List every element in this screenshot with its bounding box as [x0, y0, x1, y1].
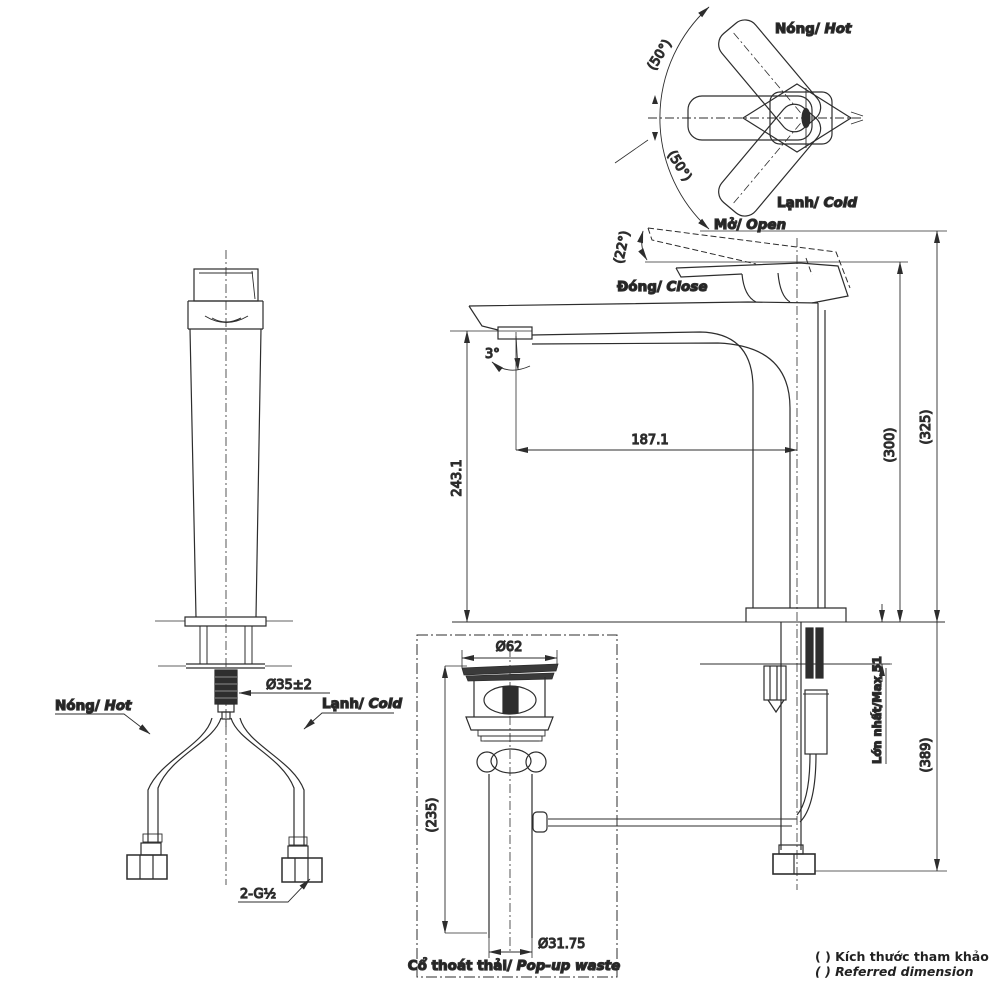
top-view-angle-upper: (50°) [645, 37, 675, 73]
popup-waste-detail: Ø62 (235) Ø31.75 Cổ thoát thải/ Pop-up w… [407, 634, 621, 978]
legend-line-vi: ( ) Kích thước tham khảo [815, 949, 989, 964]
popup-caption: Cổ thoát thải/ Pop-up waste [408, 957, 621, 974]
top-view-cold-label: Lạnh/ Cold [777, 195, 857, 211]
front-view-faucet: Nóng/ Hot Lạnh/ Cold Ø35±2 2-G½ [54, 250, 403, 903]
spout-height-dim: 243.1 [450, 459, 465, 496]
top-view-angle-lower: (50°) [664, 148, 694, 184]
tail-diameter-dim: Ø31.75 [538, 937, 585, 952]
close-label: Đóng/ Close [617, 279, 708, 295]
open-height-dim: (325) [919, 410, 934, 445]
thread-dim: 2-G½ [240, 887, 276, 902]
legend-line-en: ( ) Referred dimension [815, 964, 974, 979]
top-view-hot-label: Nóng/ Hot [775, 21, 852, 37]
top-view-handle-rotation: Nóng/ Hot Lạnh/ Cold (50°) (50°) [614, 6, 864, 230]
side-view-faucet: Mở/ Open Đóng/ Close (22°) 3° 187.1 243.… [449, 216, 947, 890]
open-label: Mở/ Open [714, 217, 786, 233]
deck-max-dim: Lớn nhất/Max 51 [870, 656, 884, 764]
front-cold-label: Lạnh/ Cold [322, 696, 402, 712]
legend: ( ) Kích thước tham khảo ( ) Referred di… [815, 949, 989, 979]
spout-reach-dim: 187.1 [631, 433, 668, 448]
popup-length-dim: (235) [425, 798, 440, 833]
overall-height-dim: (389) [919, 738, 934, 773]
stream-angle-dim: 3° [485, 347, 500, 362]
body-diameter-dim: Ø35±2 [266, 678, 312, 693]
closed-height-dim: (300) [883, 428, 898, 463]
front-hot-label: Nóng/ Hot [55, 698, 132, 714]
cap-diameter-dim: Ø62 [496, 640, 523, 655]
open-angle-dim: (22°) [612, 229, 634, 265]
